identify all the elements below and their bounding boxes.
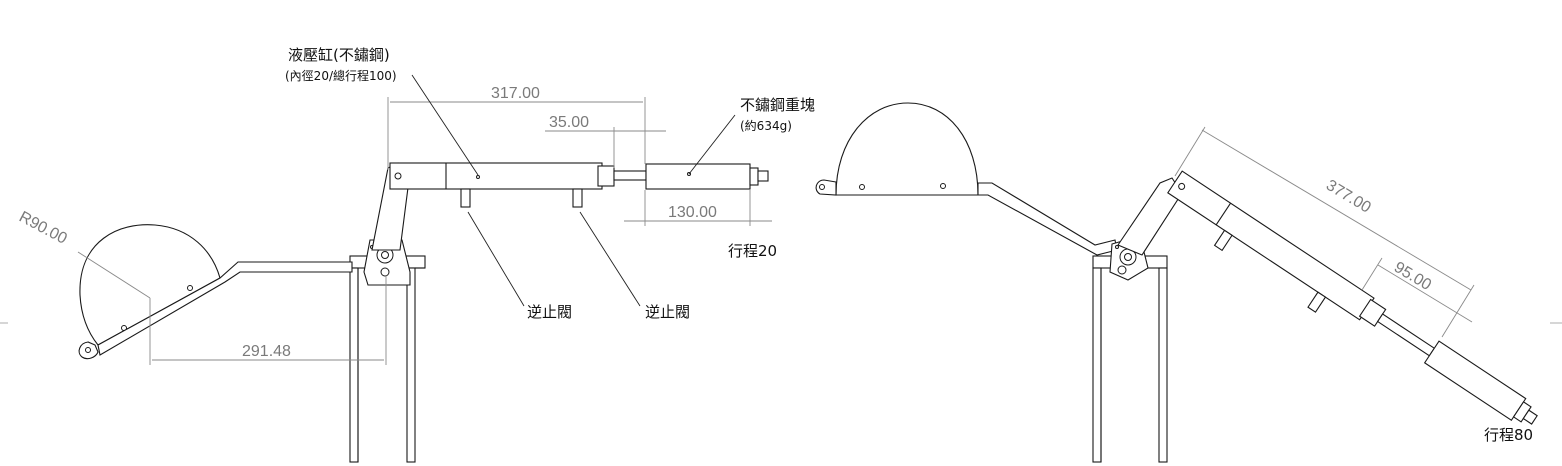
right-support-stand bbox=[1092, 255, 1168, 463]
left-labels: 液壓缸(不鏽鋼) (內徑20/總行程100) 不鏽鋼重塊 (約634g) 逆止閥… bbox=[285, 46, 815, 321]
weight-title-label: 不鏽鋼重塊 bbox=[740, 96, 815, 114]
radius-dim-text: R90.00 bbox=[16, 209, 70, 248]
weight-spec-label: (約634g) bbox=[740, 118, 792, 133]
left-arm bbox=[97, 261, 353, 356]
right-dimensions: 377.00 95.00 bbox=[1174, 126, 1475, 338]
right-half-disc bbox=[815, 102, 979, 196]
left-support-stand bbox=[349, 255, 426, 463]
angled-length-dim-text: 377.00 bbox=[1323, 177, 1374, 217]
horizontal-reach-dim-text: 291.48 bbox=[242, 343, 291, 360]
overall-length-dim-text: 317.00 bbox=[491, 85, 540, 102]
right-view: 377.00 95.00 行程80 bbox=[815, 102, 1538, 463]
right-arm bbox=[977, 182, 1118, 256]
check-valve-2-label: 逆止閥 bbox=[645, 303, 690, 321]
right-cylinder bbox=[1167, 170, 1538, 425]
left-half-disc bbox=[78, 224, 221, 360]
cylinder-spec-label: (內徑20/總行程100) bbox=[285, 68, 397, 83]
left-view: R90.00 291.48 317.00 35.00 130.00 液壓缸(不鏽… bbox=[16, 46, 815, 463]
weight-length-dim-text: 130.00 bbox=[668, 204, 717, 221]
check-valve-1-label: 逆止閥 bbox=[527, 303, 572, 321]
left-weight-block bbox=[645, 163, 769, 190]
stroke-left-label: 行程20 bbox=[728, 242, 777, 260]
rod-offset-dim-text: 35.00 bbox=[549, 114, 589, 131]
stroke-right-label: 行程80 bbox=[1484, 426, 1533, 444]
left-pivot bbox=[363, 239, 411, 286]
cylinder-title-label: 液壓缸(不鏽鋼) bbox=[288, 46, 390, 64]
left-cylinder bbox=[389, 162, 647, 208]
